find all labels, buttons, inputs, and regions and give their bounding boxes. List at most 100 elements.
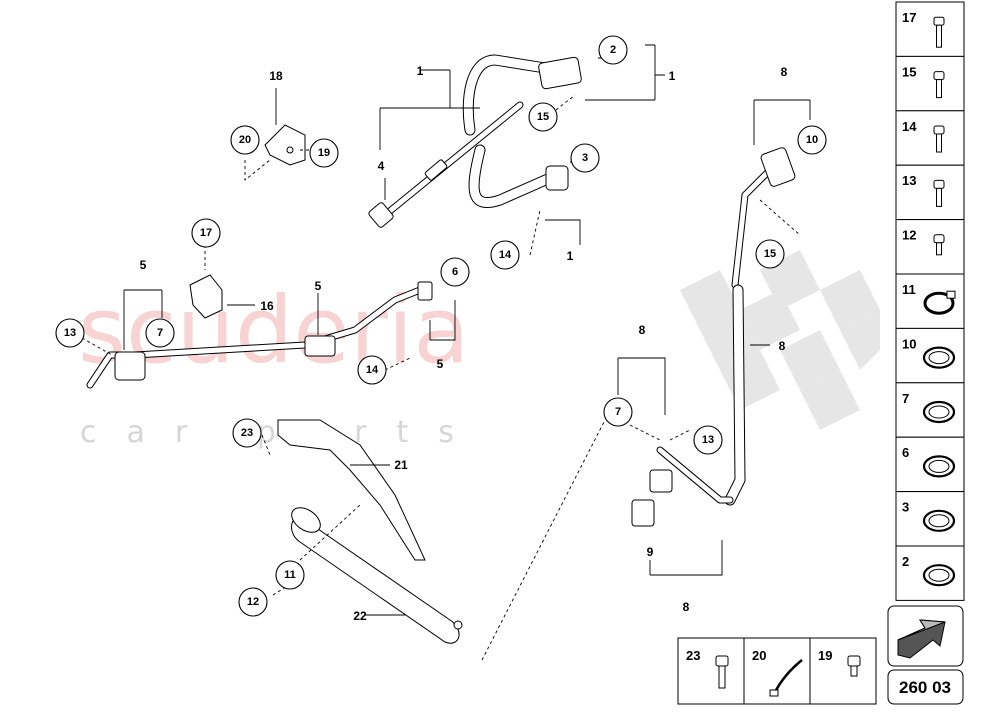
callout-11[interactable]: 11 xyxy=(275,560,305,590)
side-panel-num: 13 xyxy=(902,173,916,188)
side-panel-item[interactable]: 6 xyxy=(895,436,965,493)
callout-7[interactable]: 7 xyxy=(603,397,633,427)
callout-6[interactable]: 6 xyxy=(440,257,470,287)
label-1[interactable]: 1 xyxy=(567,249,574,263)
side-panel-num: 14 xyxy=(902,119,917,134)
hose-assembly-5 xyxy=(86,274,433,389)
nav-arrow-button[interactable] xyxy=(887,605,964,667)
svg-text:14: 14 xyxy=(499,249,512,261)
bolt-icon xyxy=(933,71,945,99)
cable-tie-icon xyxy=(769,659,803,697)
bracket-18 xyxy=(264,124,306,166)
callout-14[interactable]: 14 xyxy=(490,240,520,270)
bottom-panel-num: 23 xyxy=(686,648,700,663)
callout-7[interactable]: 7 xyxy=(145,318,175,348)
side-panel-item[interactable]: 13 xyxy=(895,164,965,221)
arrow-icon xyxy=(897,619,946,659)
label-1[interactable]: 1 xyxy=(417,64,424,78)
screw-icon xyxy=(715,655,729,689)
bottom-panel-item[interactable]: 19 xyxy=(809,637,877,705)
bolt-icon xyxy=(933,125,945,153)
o-ring-icon xyxy=(922,509,956,532)
side-panel-item[interactable]: 12 xyxy=(895,219,965,275)
side-panel-item[interactable]: 11 xyxy=(895,273,965,329)
watermark-sub: car parts xyxy=(80,415,484,450)
o-ring-icon xyxy=(922,400,956,424)
side-panel-num: 17 xyxy=(902,10,916,25)
callout-3[interactable]: 3 xyxy=(570,143,600,173)
callout-23[interactable]: 23 xyxy=(232,418,262,448)
callout-10[interactable]: 10 xyxy=(797,125,827,155)
side-parts-panel: 17 15 14 13 12 11 10 7 6 3 2 xyxy=(895,1,965,601)
side-panel-item[interactable]: 14 xyxy=(895,110,965,166)
callout-15[interactable]: 15 xyxy=(755,239,785,269)
svg-text:19: 19 xyxy=(318,147,330,159)
label-8[interactable]: 8 xyxy=(779,339,786,353)
o-ring-icon xyxy=(922,346,956,369)
side-panel-num: 7 xyxy=(902,391,909,406)
svg-text:6: 6 xyxy=(452,266,458,278)
callout-2[interactable]: 2 xyxy=(598,35,628,65)
label-8[interactable]: 8 xyxy=(683,600,690,614)
label-21[interactable]: 21 xyxy=(394,458,408,472)
svg-text:12: 12 xyxy=(247,596,259,608)
label-5[interactable]: 5 xyxy=(437,357,444,371)
side-panel-item[interactable]: 2 xyxy=(895,545,965,601)
bottom-parts-panel: 23 20 19 xyxy=(677,637,877,705)
bottom-panel-num: 20 xyxy=(752,648,766,663)
hose-assembly-8 xyxy=(631,147,796,527)
svg-text:13: 13 xyxy=(702,434,714,446)
receiver-drier-22 xyxy=(277,419,463,644)
label-8[interactable]: 8 xyxy=(781,65,788,79)
svg-text:15: 15 xyxy=(764,248,776,260)
hose-clamp-icon xyxy=(923,290,956,315)
side-panel-num: 2 xyxy=(902,554,909,569)
bolt-long-icon xyxy=(933,16,945,48)
label-5[interactable]: 5 xyxy=(140,258,147,272)
hose-assembly-1 xyxy=(368,54,582,228)
side-panel-item[interactable]: 7 xyxy=(895,382,965,438)
label-1[interactable]: 1 xyxy=(669,69,676,83)
side-panel-num: 12 xyxy=(902,228,916,243)
label-9[interactable]: 9 xyxy=(647,545,654,559)
svg-text:13: 13 xyxy=(64,327,76,339)
svg-text:7: 7 xyxy=(615,406,621,418)
o-ring-icon xyxy=(922,455,956,478)
side-panel-num: 11 xyxy=(902,282,916,297)
side-panel-num: 15 xyxy=(902,64,916,79)
callout-14[interactable]: 14 xyxy=(357,355,387,385)
svg-text:20: 20 xyxy=(239,134,251,146)
callout-19[interactable]: 19 xyxy=(309,138,339,168)
callout-20[interactable]: 20 xyxy=(230,125,260,155)
side-panel-num: 3 xyxy=(902,500,909,515)
svg-text:11: 11 xyxy=(284,569,296,581)
side-panel-item[interactable]: 15 xyxy=(895,55,965,112)
label-18[interactable]: 18 xyxy=(269,69,283,83)
label-4[interactable]: 4 xyxy=(378,159,385,173)
bottom-panel-num: 19 xyxy=(818,648,832,663)
bottom-panel-item[interactable]: 23 xyxy=(677,637,745,705)
side-panel-item[interactable]: 17 xyxy=(895,1,965,57)
page-number: 260 03 xyxy=(899,678,951,697)
side-panel-num: 6 xyxy=(902,445,909,460)
svg-text:14: 14 xyxy=(366,364,379,376)
side-panel-item[interactable]: 10 xyxy=(895,327,965,384)
svg-text:7: 7 xyxy=(157,327,163,339)
label-8[interactable]: 8 xyxy=(639,323,646,337)
svg-text:2: 2 xyxy=(610,44,616,56)
callout-15[interactable]: 15 xyxy=(528,102,558,132)
side-panel-item[interactable]: 3 xyxy=(895,491,965,547)
svg-text:23: 23 xyxy=(241,427,253,439)
callout-13[interactable]: 13 xyxy=(55,318,85,348)
svg-text:15: 15 xyxy=(537,111,549,123)
callout-12[interactable]: 12 xyxy=(238,587,268,617)
svg-text:17: 17 xyxy=(200,227,212,239)
bolt-short-icon xyxy=(933,234,945,256)
label-22[interactable]: 22 xyxy=(353,609,367,623)
callout-13[interactable]: 13 xyxy=(693,425,723,455)
label-5[interactable]: 5 xyxy=(315,279,322,293)
callout-17[interactable]: 17 xyxy=(191,218,221,248)
label-16[interactable]: 16 xyxy=(260,299,274,313)
bottom-panel-item[interactable]: 20 xyxy=(743,637,811,705)
